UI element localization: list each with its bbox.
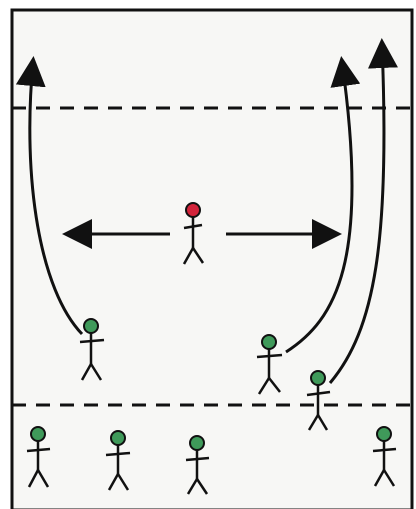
field-boundary bbox=[10, 8, 414, 509]
player-waiting-3 bbox=[185, 435, 210, 495]
player-waiting-4 bbox=[372, 426, 397, 487]
player-tagger bbox=[182, 202, 205, 265]
player-runner-1 bbox=[79, 318, 105, 381]
player-waiting-2 bbox=[105, 430, 131, 491]
runner-2-path-arrow bbox=[285, 56, 361, 354]
player-runner-2 bbox=[256, 334, 283, 395]
player-runner-3 bbox=[306, 370, 331, 431]
runner-3-path-arrow bbox=[328, 38, 398, 384]
player-waiting-1 bbox=[26, 426, 51, 488]
runner-1-path-arrow bbox=[15, 56, 84, 336]
